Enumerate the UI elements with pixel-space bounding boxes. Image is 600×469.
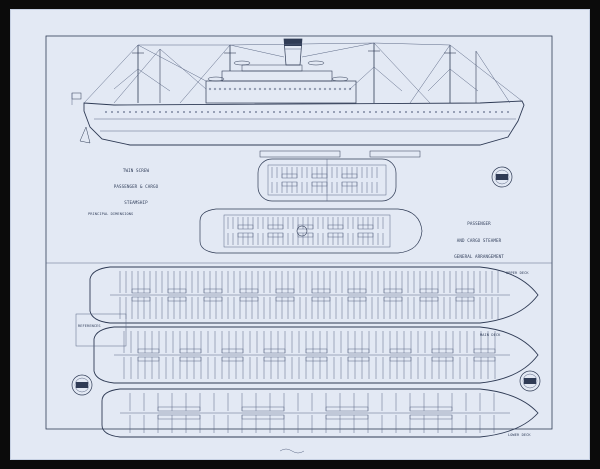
- drawing-border: [45, 35, 553, 430]
- funnel-band: [284, 39, 302, 46]
- dimensions-block: PRINCIPAL DIMENSIONS: [88, 203, 178, 263]
- title-block-left: TWIN SCREW PASSENGER & CARGO STEAMSHIP: [100, 157, 172, 271]
- bridge-deck-strip: [259, 150, 421, 158]
- title-right-line: GENERAL ARRANGEMENT: [454, 253, 504, 259]
- signature-mark: [279, 448, 305, 454]
- title-right-line: PASSENGER: [467, 221, 491, 227]
- upper-deck-label: UPPER DECK: [506, 271, 529, 275]
- references-box: REFERENCES: [78, 315, 126, 375]
- lower-deck-plan: [101, 388, 539, 438]
- seal-emblem-right-bottom: [519, 370, 541, 392]
- main-deck-label: MAIN DECK: [480, 333, 501, 337]
- title-left-line: STEAMSHIP: [124, 200, 148, 206]
- dimensions-line: PRINCIPAL DIMENSIONS: [88, 212, 134, 217]
- title-right-line: AND CARGO STEAMER: [456, 237, 502, 243]
- main-deck-plan: [93, 326, 539, 384]
- seal-emblem-right-top: [491, 166, 513, 188]
- title-left-line: TWIN SCREW: [122, 167, 150, 173]
- references-box-outline: [75, 313, 127, 347]
- title-block-right: PASSENGER AND CARGO STEAMER GENERAL ARRA…: [434, 189, 524, 357]
- seal-emblem-left-bottom: [71, 374, 93, 396]
- title-left-line: PASSENGER & CARGO: [113, 184, 159, 190]
- boat-deck-plan: [257, 158, 397, 202]
- flag-mark: [71, 92, 82, 100]
- references-title: REFERENCES: [78, 324, 101, 329]
- ship-plans-drawing: [45, 35, 553, 454]
- blueprint-sheet: TWIN SCREW PASSENGER & CARGO STEAMSHIP P…: [10, 9, 590, 460]
- upper-deck-plan: [89, 266, 539, 324]
- promenade-deck-plan: [199, 208, 423, 254]
- ship-profile-view: [71, 38, 525, 146]
- lower-deck-label: LOWER DECK: [508, 433, 531, 437]
